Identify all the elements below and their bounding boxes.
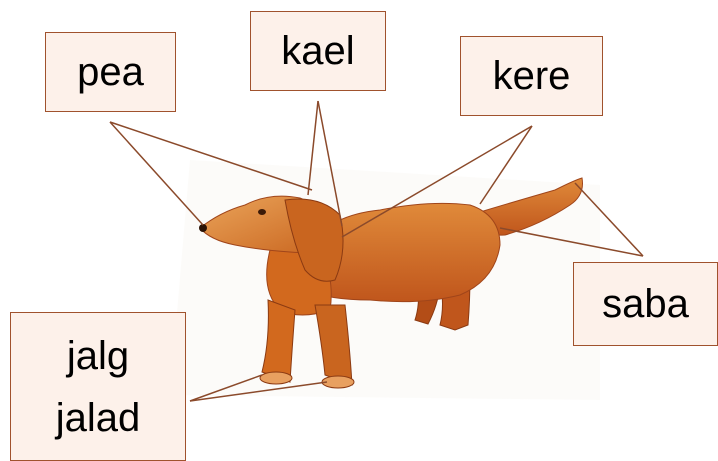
label-kere: kere: [460, 36, 603, 116]
label-saba-text: saba: [602, 282, 689, 326]
leader-line-kere-1: [341, 125, 533, 238]
leader-line-saba-2: [499, 227, 644, 257]
leader-line-jalg-2: [189, 381, 328, 402]
leader-line-pea-head: [109, 121, 313, 191]
label-kere-text: kere: [492, 54, 571, 98]
leader-line-kere-2: [479, 125, 533, 205]
label-jalad-text: jalad: [55, 395, 141, 440]
leader-line-kael-1: [307, 100, 319, 196]
dog-paw: [259, 371, 293, 385]
label-kael: kael: [250, 11, 386, 91]
leader-line-saba-1: [574, 182, 644, 257]
label-saba: saba: [573, 262, 718, 346]
dog-eye: [258, 209, 266, 215]
dog-front-leg: [261, 299, 296, 383]
label-jalg-text: jalg: [66, 333, 130, 378]
dog-illustration: [199, 177, 583, 389]
label-pea: pea: [45, 32, 176, 112]
leader-line-jalg-1: [189, 374, 263, 402]
leader-line-kael-2: [317, 100, 343, 227]
dog-body: [304, 202, 501, 303]
label-jalg-jalad: jalg jalad: [10, 312, 186, 461]
leader-line-pea-nose: [109, 121, 204, 226]
label-kael-text: kael: [281, 29, 355, 73]
label-pea-text: pea: [77, 50, 144, 94]
dog-nose: [199, 224, 207, 232]
leader-lines: [109, 100, 644, 402]
dog-ear: [284, 198, 344, 282]
dog-tail: [469, 177, 583, 236]
